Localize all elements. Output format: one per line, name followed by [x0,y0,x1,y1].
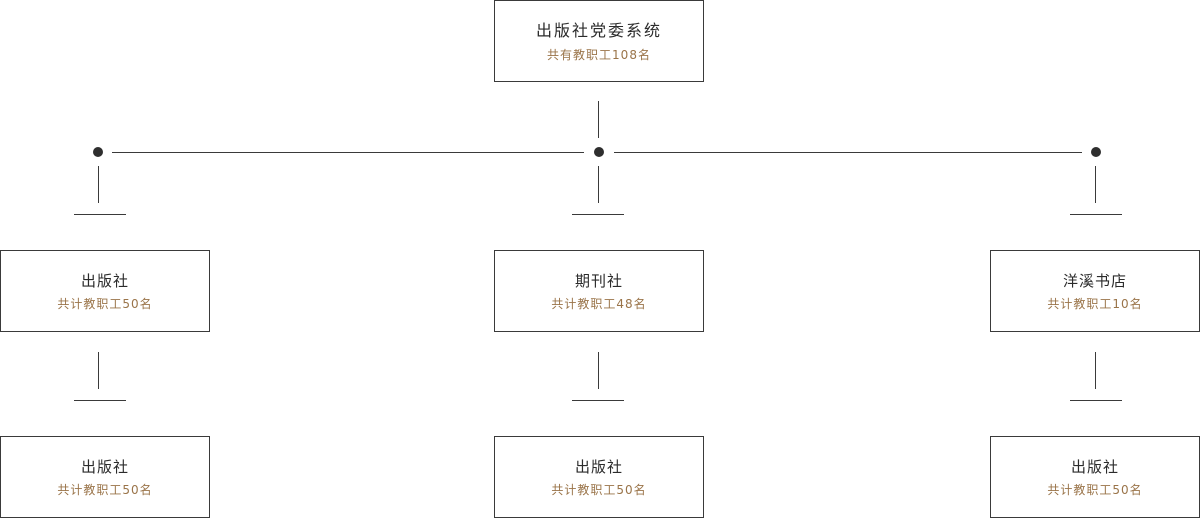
drop-connector-center [598,166,599,203]
branch-node-title: 洋溪书店 [1062,272,1127,290]
child-cap-center [572,400,624,401]
child-cap-right [1070,400,1122,401]
root-node-subtitle: 共有教职工108名 [547,48,651,62]
drop-cap-right [1070,214,1122,215]
child-cap-left [74,400,126,401]
drop-cap-left [74,214,126,215]
child-node-title: 出版社 [80,458,129,476]
child-node-center: 出版社 共计教职工50名 [494,436,704,518]
drop-connector-right [1095,166,1096,203]
branch-node-title: 出版社 [80,272,129,290]
branch-node-left: 出版社 共计教职工50名 [0,250,210,332]
child-node-title: 出版社 [1070,458,1119,476]
drop-connector-left [98,166,99,203]
drop-cap-center [572,214,624,215]
junction-dot-right [1091,147,1101,157]
child-node-subtitle: 共计教职工50名 [57,483,153,497]
child-connector-center [598,352,599,389]
child-node-subtitle: 共计教职工50名 [1047,483,1143,497]
child-node-title: 出版社 [574,458,623,476]
child-node-subtitle: 共计教职工50名 [551,483,647,497]
root-connector [598,101,599,138]
child-connector-left [98,352,99,389]
branch-node-subtitle: 共计教职工48名 [551,297,647,311]
branch-node-title: 期刊社 [574,272,623,290]
child-connector-right [1095,352,1096,389]
bus-line-left [112,152,584,153]
junction-dot-left [93,147,103,157]
branch-node-subtitle: 共计教职工50名 [57,297,153,311]
branch-node-center: 期刊社 共计教职工48名 [494,250,704,332]
junction-dot-center [594,147,604,157]
bus-line-right [614,152,1082,153]
child-node-right: 出版社 共计教职工50名 [990,436,1200,518]
branch-node-subtitle: 共计教职工10名 [1047,297,1143,311]
root-node-title: 出版社党委系统 [535,21,662,40]
root-node: 出版社党委系统 共有教职工108名 [494,0,704,82]
child-node-left: 出版社 共计教职工50名 [0,436,210,518]
branch-node-right: 洋溪书店 共计教职工10名 [990,250,1200,332]
